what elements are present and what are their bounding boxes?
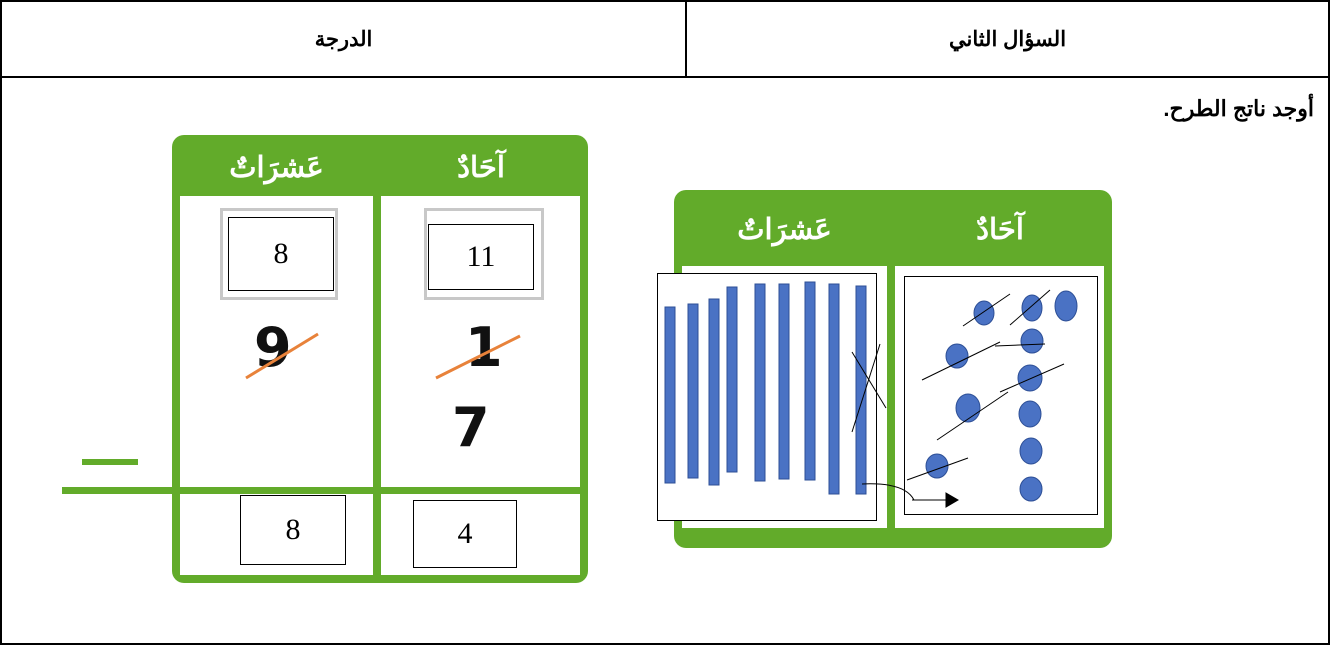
question-body-cell [0,78,1330,645]
unit-cross-mark [921,341,1001,381]
one-unit [925,453,949,479]
left-table-column-divider [373,140,381,580]
unit-cross-mark [906,457,969,481]
left-table-result-line [62,487,585,494]
right-ones-header: آحَادٌ [976,213,1024,246]
regroup-ones-box: 11 [428,224,534,290]
unit-cross-mark [999,363,1065,393]
one-unit [955,393,981,423]
question-header-cell: السؤال الثاني [685,0,1330,78]
unit-cross-mark [936,391,1009,441]
ten-rod [828,283,840,495]
ten-rod [804,281,816,481]
result-tens-box: 8 [240,495,346,565]
one-unit [1018,400,1042,428]
one-unit [945,343,969,369]
instruction-text: أوجد ناتج الطرح. [1163,96,1314,121]
one-unit [1021,294,1043,322]
ten-rod [726,286,738,473]
unit-cross-mark [1009,289,1051,326]
one-unit [1020,328,1044,354]
rod-cross-mark [851,343,881,433]
ten-rod [708,298,720,486]
regroup-tens-box: 8 [228,217,334,291]
ten-rod [754,283,766,482]
ten-rod [778,283,790,480]
ten-rod [687,303,699,479]
one-unit [973,300,995,326]
ten-rod [855,285,867,495]
right-table-column-divider [887,195,895,535]
left-ones-header: آحَادٌ [457,151,505,184]
unit-cross-mark [962,293,1011,327]
one-unit [1054,290,1078,322]
one-unit [1019,476,1043,502]
unit-cross-mark [994,343,1046,347]
subtrahend-ones-digit: 7 [452,396,490,459]
regroup-arrow-head [945,492,959,508]
grade-label: الدرجة [314,27,373,51]
minus-sign [82,459,138,465]
left-tens-header: عَشرَاتٌ [229,151,324,184]
ten-rod [664,306,676,484]
result-ones-box: 4 [413,500,517,568]
question-label: السؤال الثاني [948,27,1067,51]
right-tens-header: عَشرَاتٌ [737,213,832,246]
strike-ones [435,334,521,380]
one-unit [1017,364,1043,392]
one-unit [1019,437,1043,465]
strike-tens [245,332,319,380]
regroup-arrow [861,483,915,501]
